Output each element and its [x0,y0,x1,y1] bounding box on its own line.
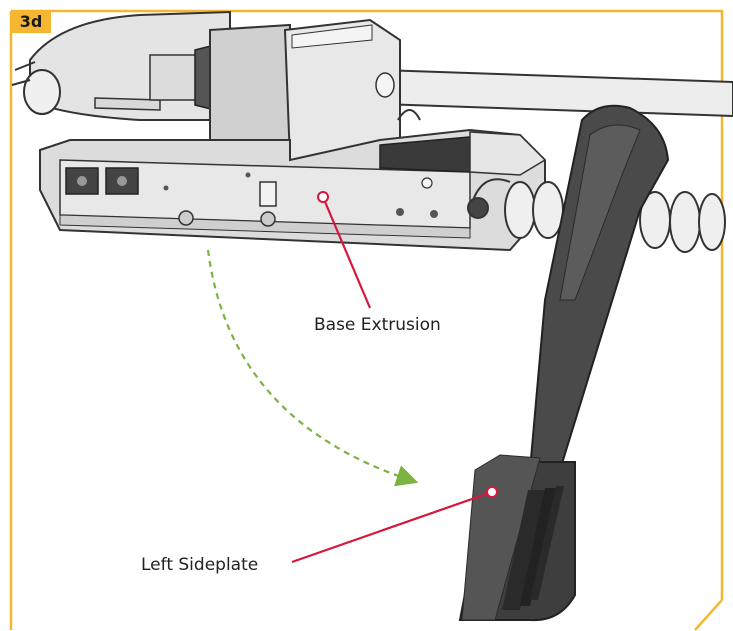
callout-label-base-extrusion: Base Extrusion [314,315,441,335]
motor-assembly [11,10,291,152]
coiled-cable [467,178,726,253]
left-sideplate [458,104,670,622]
mount-block [283,18,401,162]
callout-leader-base-extrusion [317,191,372,309]
callout-leader-left-sideplate [291,486,498,564]
step-badge: 3d [11,11,51,33]
callout-label-left-sideplate: Left Sideplate [141,555,259,575]
rotation-arrow [206,249,419,487]
motor-shaft [379,68,733,118]
frame-border [9,9,724,631]
